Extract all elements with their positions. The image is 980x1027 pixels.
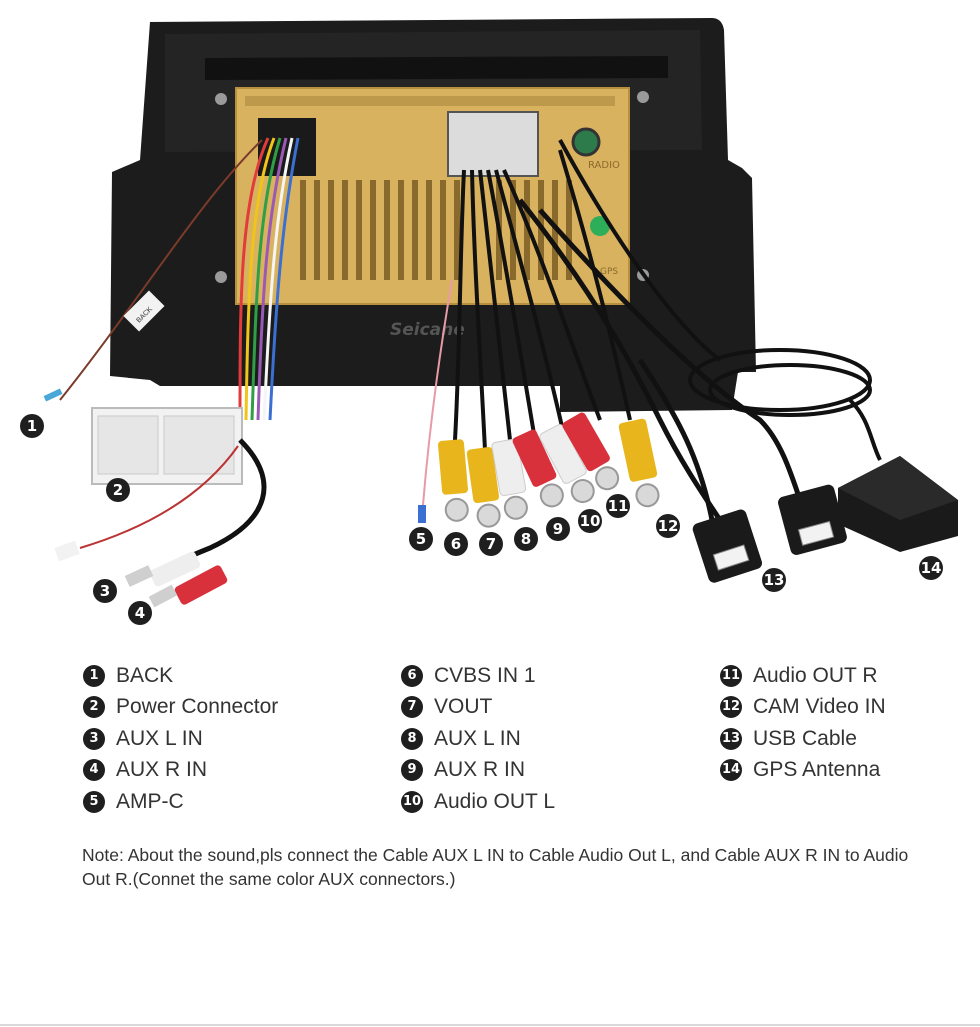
legend-label: BACK: [116, 663, 174, 687]
wire-bundle: [59, 137, 300, 421]
marker-4: 4: [128, 601, 152, 625]
legend-label: USB Cable: [753, 726, 857, 750]
marker-3: 3: [93, 579, 117, 603]
legend-item: 4 AUX R IN: [83, 755, 278, 787]
rca-plug-cvbs-in: [438, 439, 469, 522]
legend-number: 6: [401, 664, 423, 687]
legend-item: 9 AUX R IN: [401, 755, 555, 787]
multi-pin-socket: [447, 111, 539, 177]
legend-number: 9: [401, 759, 423, 782]
marker-9: 9: [546, 517, 570, 541]
legend-item: 12 CAM Video IN: [720, 692, 886, 724]
watermark: Seicane: [390, 320, 465, 340]
back-wire-tip: [43, 388, 63, 402]
legend-label: Audio OUT L: [434, 789, 556, 813]
screw: [215, 93, 227, 105]
legend-item: 10 Audio OUT L: [401, 786, 555, 818]
marker-1: 1: [20, 414, 44, 438]
legend-column-2: 6 CVBS IN 1 7 VOUT 8 AUX L IN 9 AUX R IN 10 A…: [401, 660, 555, 818]
legend-item: 3 AUX L IN: [83, 723, 278, 755]
usb-plug-a: [692, 509, 763, 583]
marker-10: 10: [578, 509, 602, 533]
rca-plug-vout: [466, 446, 501, 528]
legend-number: 1: [83, 664, 105, 687]
rca-cables: [453, 169, 602, 451]
usb-cable: [518, 198, 803, 522]
marker-7: 7: [479, 532, 503, 556]
legend-column-3: 11 Audio OUT R 12 CAM Video IN 13 USB Cable…: [720, 660, 886, 786]
legend-label: AUX L IN: [116, 726, 203, 750]
marker-11: 11: [606, 494, 630, 518]
legend-item: 13 USB Cable: [720, 723, 886, 755]
legend-item: 5 AMP-C: [83, 786, 278, 818]
legend-number: 7: [401, 696, 423, 719]
aux-r-rca-plug: [148, 565, 228, 608]
amp-c-tip: [418, 505, 426, 523]
legend-label: CVBS IN 1: [434, 663, 536, 687]
legend-number: 5: [83, 790, 105, 813]
legend-item: 2 Power Connector: [83, 692, 278, 724]
legend-label: CAM Video IN: [753, 695, 886, 719]
gps-port: [590, 216, 610, 236]
gps-antenna-cable: [558, 139, 882, 461]
amp-c-wire: [422, 279, 453, 506]
marker-5: 5: [409, 527, 433, 551]
port-label-radio: RADIO: [588, 160, 620, 171]
legend-item: 1 BACK: [83, 660, 278, 692]
product-photo: Seicane RADIO GPS BACK: [43, 18, 958, 608]
rca-plug-aux-r-in: [512, 429, 564, 508]
gps-antenna-puck: [838, 456, 958, 552]
legend-label: AUX R IN: [434, 758, 526, 782]
screw: [637, 91, 649, 103]
legend-number: 4: [83, 759, 105, 782]
legend-label: Power Connector: [116, 695, 279, 719]
legend-number: 14: [720, 759, 742, 782]
rca-plug-cam-video-in: [618, 418, 660, 508]
rca-plug-audio-out-r: [562, 412, 620, 491]
installation-note: Note: About the sound,pls connect the Ca…: [82, 845, 909, 889]
screw: [215, 271, 227, 283]
legend-label: AUX L IN: [434, 726, 521, 750]
legend-number: 11: [720, 664, 742, 687]
marker-12: 12: [656, 514, 680, 538]
legend-label: Audio OUT R: [753, 663, 878, 687]
legend-number: 8: [401, 727, 423, 750]
marker-2: 2: [106, 478, 130, 502]
legend-label: AMP-C: [116, 789, 184, 813]
usb-plug-b: [778, 484, 847, 555]
marker-6: 6: [444, 532, 468, 556]
legend-label: AUX R IN: [116, 758, 208, 782]
rca-plug-audio-out-l: [539, 424, 595, 504]
legend-item: 11 Audio OUT R: [720, 660, 886, 692]
legend-number: 13: [720, 727, 742, 750]
bottom-divider: [0, 1024, 980, 1026]
back-sticker: [123, 290, 165, 332]
legend-item: 6 CVBS IN 1: [401, 660, 555, 692]
port-label-gps: GPS: [600, 267, 618, 277]
marker-14: 14: [919, 556, 943, 580]
marker-13: 13: [762, 568, 786, 592]
legend-number: 10: [401, 790, 423, 813]
rca-plug-aux-l-in: [491, 438, 528, 520]
radio-antenna-port: [571, 127, 601, 157]
legend-number: 12: [720, 696, 742, 719]
aux-l-rca-plug: [124, 551, 201, 587]
amp-c-plug: [54, 540, 80, 562]
legend-item: 14 GPS Antenna: [720, 755, 886, 787]
legend-label: GPS Antenna: [753, 758, 881, 782]
legend-label: VOUT: [434, 695, 493, 719]
legend-column-1: 1 BACK 2 Power Connector 3 AUX L IN 4 AUX R …: [83, 660, 278, 818]
marker-8: 8: [514, 527, 538, 551]
legend-number: 3: [83, 727, 105, 750]
legend-item: 7 VOUT: [401, 692, 555, 724]
legend-item: 8 AUX L IN: [401, 723, 555, 755]
legend-number: 2: [83, 696, 105, 719]
